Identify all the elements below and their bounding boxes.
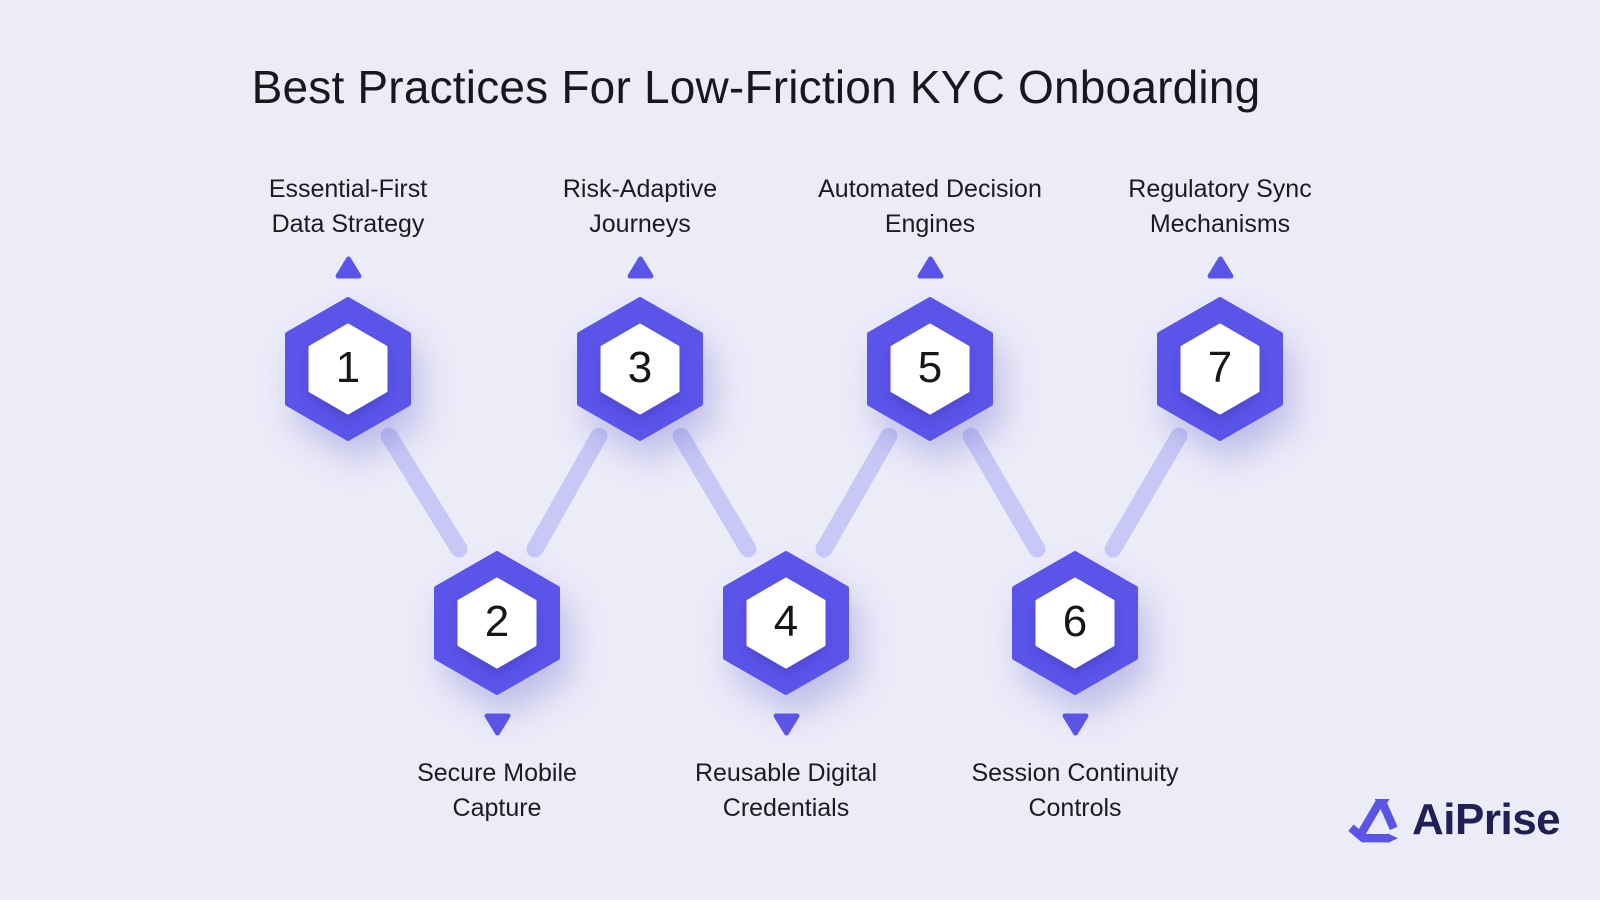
connector-line bbox=[815, 427, 898, 558]
triangle-up-icon bbox=[1207, 256, 1233, 279]
step-number-4: 4 bbox=[773, 596, 799, 646]
step-label-6: Session Continuity Controls bbox=[971, 756, 1178, 826]
step-number-1: 1 bbox=[335, 342, 361, 392]
step-number-5: 5 bbox=[917, 342, 943, 392]
step-label-line: Capture bbox=[452, 794, 542, 822]
hexagon-3: 3 bbox=[565, 297, 715, 443]
step-label-line: Automated Decision bbox=[818, 175, 1042, 203]
step-number-7: 7 bbox=[1207, 342, 1233, 392]
step-label-line: Essential-First bbox=[268, 175, 428, 203]
triangle-down-icon bbox=[1062, 713, 1088, 736]
page-title: Best Practices For Low-Friction KYC Onbo… bbox=[251, 61, 1261, 113]
brand-name: AiPrise bbox=[1412, 795, 1561, 844]
hexagon-7: 7 bbox=[1145, 297, 1295, 443]
step-label-7: Regulatory Sync Mechanisms bbox=[1128, 172, 1311, 242]
step-label-4: Reusable Digital Credentials bbox=[695, 756, 877, 826]
brand-logo: AiPrise bbox=[1344, 794, 1561, 846]
hexagon-1: 1 bbox=[273, 297, 423, 443]
step-node-6: 6 Session Continuity Controls bbox=[935, 551, 1215, 826]
step-label-3: Risk-Adaptive Journeys bbox=[563, 172, 717, 242]
step-label-line: Data Strategy bbox=[271, 210, 425, 238]
aiprise-logo-icon bbox=[1348, 799, 1398, 844]
triangle-up-icon bbox=[917, 256, 943, 279]
step-node-5: Automated Decision Engines 5 bbox=[790, 172, 1070, 443]
triangle-down-icon bbox=[773, 713, 799, 736]
step-node-3: Risk-Adaptive Journeys 3 bbox=[500, 172, 780, 443]
step-label-line: Controls bbox=[1028, 794, 1122, 822]
hexagon-2: 2 bbox=[422, 551, 572, 697]
triangle-up-icon bbox=[627, 256, 653, 279]
step-node-2: 2 Secure Mobile Capture bbox=[357, 551, 637, 826]
triangle-down-icon bbox=[484, 713, 510, 736]
step-label-2: Secure Mobile Capture bbox=[417, 756, 577, 826]
connector-line bbox=[1104, 427, 1188, 558]
hexagon-5: 5 bbox=[855, 297, 1005, 443]
step-label-line: Secure Mobile bbox=[417, 759, 577, 787]
step-node-1: Essential-First Data Strategy 1 bbox=[208, 172, 488, 443]
hexagon-4: 4 bbox=[711, 551, 861, 697]
step-label-line: Risk-Adaptive bbox=[562, 175, 718, 203]
step-label-line: Session Continuity bbox=[971, 759, 1179, 787]
triangle-up-icon bbox=[335, 256, 361, 279]
step-label-line: Journeys bbox=[589, 210, 691, 238]
step-label-line: Engines bbox=[884, 210, 976, 238]
step-label-line: Regulatory Sync bbox=[1128, 175, 1312, 203]
step-label-5: Automated Decision Engines bbox=[818, 172, 1042, 242]
step-node-4: 4 Reusable Digital Credentials bbox=[646, 551, 926, 826]
step-number-3: 3 bbox=[627, 342, 653, 392]
hexagon-6: 6 bbox=[1000, 551, 1150, 697]
step-label-line: Credentials bbox=[722, 794, 850, 822]
connector-line bbox=[672, 427, 757, 558]
step-number-2: 2 bbox=[484, 596, 510, 646]
connector-line bbox=[526, 427, 608, 558]
connector-line bbox=[962, 427, 1046, 558]
step-label-line: Reusable Digital bbox=[694, 759, 878, 787]
step-number-6: 6 bbox=[1062, 596, 1088, 646]
step-label-line: Mechanisms bbox=[1149, 210, 1291, 238]
connector-line bbox=[380, 427, 468, 558]
step-node-7: Regulatory Sync Mechanisms 7 bbox=[1080, 172, 1360, 443]
step-label-1: Essential-First Data Strategy bbox=[269, 172, 427, 242]
